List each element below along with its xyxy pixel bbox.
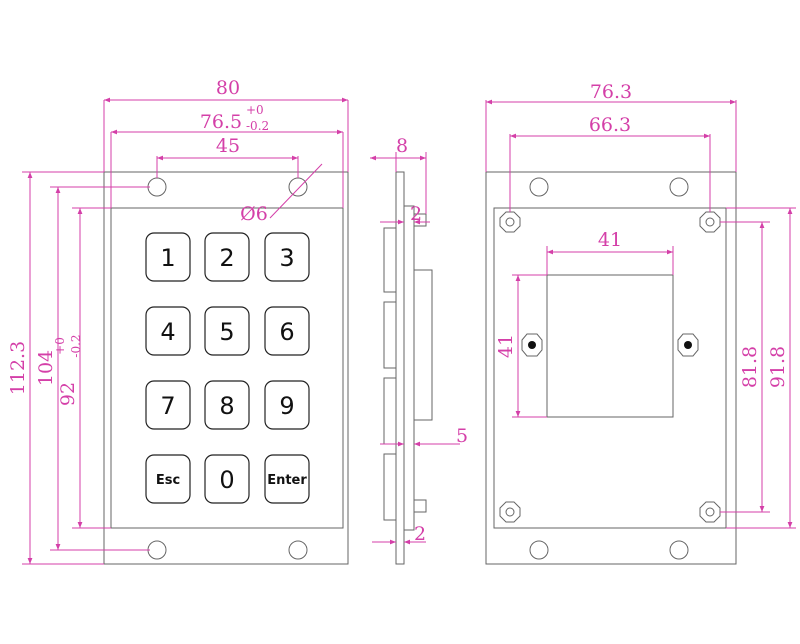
- side-view: [383, 171, 433, 565]
- key-label: 8: [219, 392, 234, 420]
- key-label: 0: [219, 466, 234, 494]
- mount-hole-bottom-right: [288, 540, 308, 560]
- dim-side-step-bottom: 2: [414, 523, 426, 545]
- key-4[interactable]: 4: [145, 306, 191, 356]
- key-5[interactable]: 5: [204, 306, 250, 356]
- key-label: 4: [160, 318, 175, 346]
- dim-side-offset: 5: [456, 425, 468, 447]
- dim-front-inner-width: 76.5: [200, 111, 242, 133]
- dim-front-height: 112.3: [7, 341, 29, 395]
- back-screw-right-head: [684, 341, 692, 349]
- dim-back-width: 76.3: [590, 81, 632, 103]
- key-label: 7: [160, 392, 175, 420]
- dim-front-panel-height: 92: [57, 382, 79, 406]
- back-outer-plate: [485, 171, 737, 565]
- dim-side-depth: 8: [396, 135, 408, 157]
- mount-hole-bottom-left: [147, 540, 167, 560]
- key-label: 6: [279, 318, 294, 346]
- dim-hole-spacing: 45: [216, 135, 240, 157]
- dim-front-panel-height-tol-upper: +0: [53, 337, 67, 355]
- side-pcb: [403, 205, 415, 531]
- key-cap[interactable]: [264, 454, 310, 504]
- side-dimension-labels: 8 2 5 2: [396, 135, 468, 545]
- key-6[interactable]: 6: [264, 306, 310, 356]
- back-window: [546, 274, 674, 418]
- side-key-profile-4: [383, 453, 396, 521]
- key-0[interactable]: 0: [204, 454, 250, 504]
- side-key-profile-1: [383, 227, 396, 293]
- key-label: Esc: [156, 473, 180, 488]
- back-hole-top-left: [529, 177, 549, 197]
- dim-back-height-a: 81.8: [739, 346, 761, 388]
- back-dimension-labels: 76.3 66.3 41 41 81.8 91.8: [495, 81, 789, 388]
- side-connector: [413, 269, 433, 421]
- key-cap[interactable]: [204, 454, 250, 504]
- key-label: 9: [279, 392, 294, 420]
- mount-hole-top-right: [288, 177, 308, 197]
- front-dimensions: [22, 97, 349, 565]
- back-standoff-top-right: [699, 211, 721, 233]
- key-esc[interactable]: Esc: [145, 454, 191, 504]
- front-outer-plate: [103, 171, 349, 565]
- mount-hole-top-left: [147, 177, 167, 197]
- dim-back-height-b: 91.8: [767, 346, 789, 388]
- back-standoff-bottom-left: [499, 501, 521, 523]
- dim-back-window-height: 41: [495, 334, 517, 358]
- back-dimensions: [485, 99, 796, 529]
- dim-front-inner-width-tol-lower: -0.2: [246, 119, 269, 133]
- key-label: 3: [279, 244, 294, 272]
- back-standoff-bottom-right: [699, 501, 721, 523]
- back-view: [485, 171, 737, 565]
- key-9[interactable]: 9: [264, 380, 310, 430]
- dim-front-inner-width-tol-upper: +0: [246, 103, 264, 117]
- back-screw-left: [521, 333, 543, 357]
- key-cap[interactable]: [204, 232, 250, 282]
- dim-side-step-top: 2: [410, 203, 422, 225]
- side-dimensions: [370, 152, 460, 545]
- key-cap[interactable]: [264, 380, 310, 430]
- dim-front-panel-height-tol-lower: -0.2: [69, 334, 83, 357]
- key-label: 2: [219, 244, 234, 272]
- key-cap[interactable]: [145, 454, 191, 504]
- side-standoff-bottom: [413, 499, 427, 513]
- key-label: Enter: [267, 473, 307, 488]
- key-label: 5: [219, 318, 234, 346]
- key-cap[interactable]: [264, 306, 310, 356]
- front-inner-panel: [110, 207, 344, 529]
- back-hole-bottom-right: [669, 540, 689, 560]
- dim-front-inner-height: 104: [35, 350, 57, 386]
- key-1[interactable]: 1: [145, 232, 191, 282]
- key-cap[interactable]: [145, 306, 191, 356]
- side-front-plate: [395, 171, 405, 565]
- side-key-profile-2: [383, 301, 396, 369]
- dim-hole-diameter: Ø6: [240, 203, 268, 225]
- back-standoff-top-left: [499, 211, 521, 233]
- back-hole-bottom-left: [529, 540, 549, 560]
- back-screw-right: [677, 333, 699, 357]
- key-enter[interactable]: Enter: [264, 454, 310, 504]
- dim-back-inner-width: 66.3: [589, 114, 631, 136]
- side-key-profile-3: [383, 377, 396, 445]
- back-screw-left-head: [528, 341, 536, 349]
- key-cap[interactable]: [204, 306, 250, 356]
- key-cap[interactable]: [204, 380, 250, 430]
- key-7[interactable]: 7: [145, 380, 191, 430]
- key-2[interactable]: 2: [204, 232, 250, 282]
- key-cap[interactable]: [264, 232, 310, 282]
- back-hole-top-right: [669, 177, 689, 197]
- front-dimension-labels: 80 76.5 +0 -0.2 45 Ø6 112.3 104 92 +0 -0…: [7, 77, 269, 406]
- key-cap[interactable]: [145, 380, 191, 430]
- key-3[interactable]: 3: [264, 232, 310, 282]
- dim-back-window-width: 41: [598, 229, 622, 251]
- key-cap[interactable]: [145, 232, 191, 282]
- back-pcb: [493, 207, 727, 529]
- dim-front-width: 80: [216, 77, 240, 99]
- key-8[interactable]: 8: [204, 380, 250, 430]
- key-label: 1: [160, 244, 175, 272]
